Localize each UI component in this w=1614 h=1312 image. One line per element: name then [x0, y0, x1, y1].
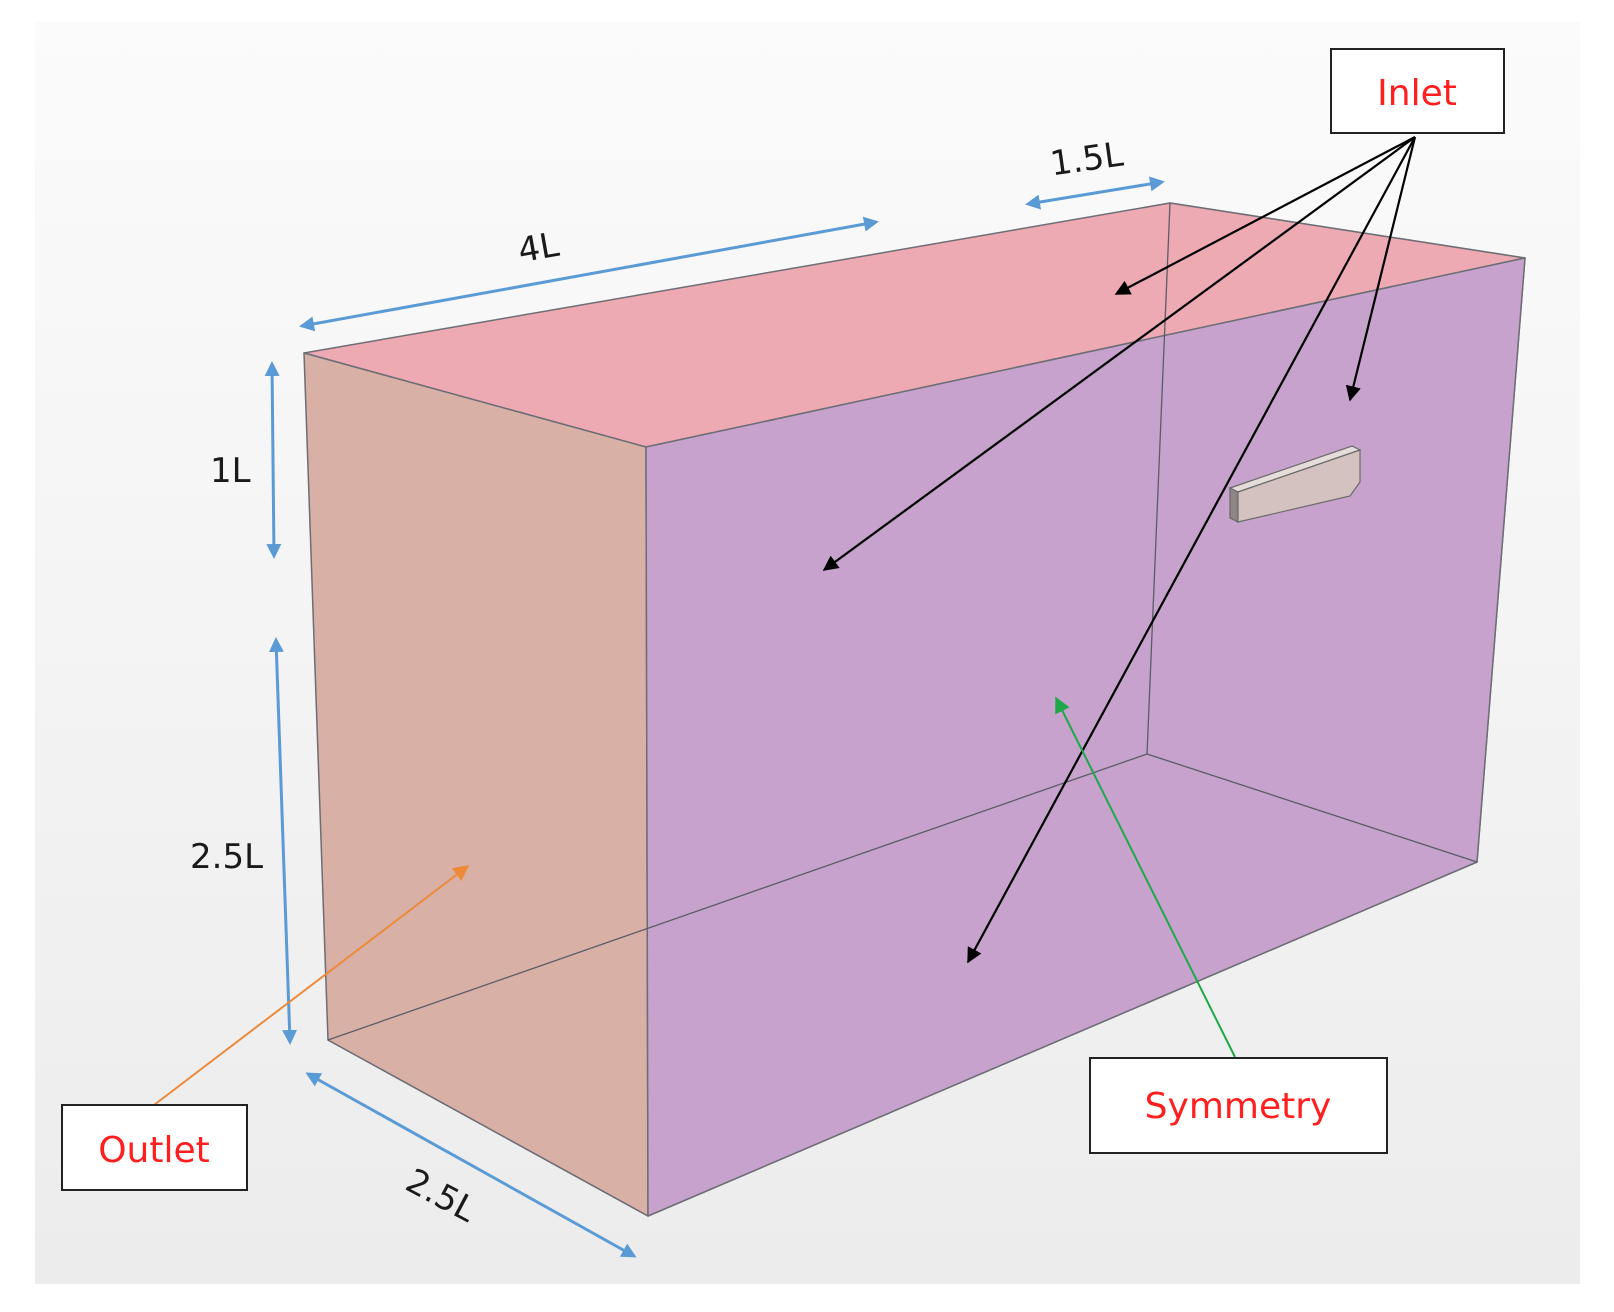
outlet-pointer — [153, 865, 470, 1106]
hidden-edge-vertical — [1146, 202, 1171, 755]
outlet-label-box — [61, 1104, 248, 1191]
symmetry-label: Symmetry — [1145, 1086, 1332, 1127]
hidden-edge-bottom — [327, 753, 1148, 1041]
dim-1L-label: 1L — [210, 451, 251, 491]
inlet-pointer-top — [1114, 136, 1416, 295]
inlet-label-box — [1330, 48, 1505, 134]
inlet-pointer-front — [822, 136, 1416, 571]
hidden-edge-back-bottom — [1146, 753, 1478, 863]
dim-2-5L-vertical-label: 2.5L — [190, 837, 263, 877]
inlet-label: Inlet — [1377, 73, 1457, 114]
immersed-body — [1228, 445, 1362, 523]
dim-2-5L-vertical-arrow — [268, 637, 298, 1045]
symmetry-label-box — [1089, 1057, 1388, 1154]
dim-2-5L-depth-arrow — [305, 1072, 637, 1258]
dim-4L-label: 4L — [515, 225, 562, 271]
dim-4L-arrow — [299, 216, 879, 332]
dim-1-5L-arrow — [1025, 176, 1165, 210]
outlet-label: Outlet — [98, 1130, 210, 1171]
inlet-pointer-bottom — [967, 136, 1416, 964]
symmetry-pointer — [1055, 696, 1236, 1058]
inlet-pointer-back — [1345, 136, 1417, 402]
dim-1L-arrow — [264, 361, 282, 559]
